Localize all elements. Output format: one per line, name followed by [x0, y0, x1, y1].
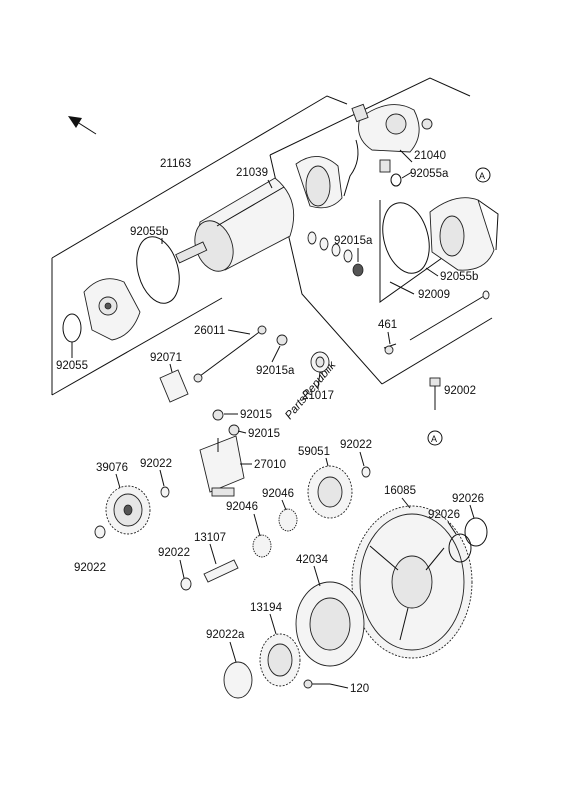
- rear-cover: [429, 197, 499, 271]
- washer-92022a: [223, 661, 253, 699]
- label-16085: 16085: [384, 485, 416, 497]
- label-120: 120: [350, 683, 369, 695]
- one-way-clutch-13194: [259, 633, 301, 687]
- label-92055b-left: 92055b: [130, 226, 168, 238]
- ref-label-a-bottom: A: [431, 434, 437, 444]
- washer-92022-left: [94, 525, 106, 539]
- washer-stack-92015a: [307, 231, 364, 277]
- assembly-frame: [51, 77, 493, 396]
- label-13107: 13107: [194, 532, 226, 544]
- ref-label-a-top: A: [479, 171, 485, 181]
- cap-92071: [159, 369, 189, 403]
- starter-clutch-gear-16085: [351, 505, 473, 659]
- leader-lines: [71, 149, 475, 689]
- label-21039: 21039: [236, 167, 268, 179]
- washer-92026-b: [448, 533, 472, 563]
- o-ring-92055b-right: [382, 202, 430, 274]
- ref-marker-a-bottom: A: [427, 430, 443, 446]
- label-92026-a: 92026: [452, 493, 484, 505]
- starter-relay: [199, 435, 245, 497]
- collar-21017: [310, 351, 330, 373]
- label-92055: 92055: [56, 360, 88, 372]
- label-92046-b: 92046: [226, 501, 258, 513]
- label-92002: 92002: [444, 385, 476, 397]
- label-92022-low: 92022: [158, 547, 190, 559]
- label-92015a-upper: 92015a: [334, 235, 373, 247]
- label-92022a: 92022a: [206, 629, 245, 641]
- nut-92015-b: [228, 424, 240, 436]
- label-26011: 26011: [194, 325, 225, 337]
- label-92055b-right: 92055b: [440, 271, 478, 283]
- nut-92015-a: [212, 409, 224, 421]
- label-21040: 21040: [414, 150, 446, 162]
- washer-92022-low: [180, 577, 192, 591]
- washer-92022-top: [160, 486, 170, 498]
- bolt-92002: [429, 377, 441, 410]
- label-92022-left: 92022: [74, 562, 106, 574]
- washer-92026-a: [464, 517, 488, 547]
- clutch-housing-42034: [295, 581, 365, 667]
- needle-bearing-92046-b: [278, 508, 298, 532]
- ref-marker-a-top: A: [475, 167, 491, 183]
- label-92055a: 92055a: [410, 168, 449, 180]
- needle-bearing-92046-a: [252, 534, 272, 558]
- label-92071: 92071: [150, 352, 182, 364]
- bolt-120: [303, 679, 330, 689]
- brush-holder-plate: [343, 103, 433, 197]
- o-ring-92055b-left: [136, 236, 180, 304]
- washer-92022-right: [361, 466, 371, 478]
- through-bolt: [409, 290, 490, 341]
- label-42034: 42034: [296, 554, 329, 566]
- label-92022-mid: 92022: [140, 458, 172, 470]
- lead-wire-26011: [193, 325, 267, 383]
- arrow-up-left-icon: [68, 116, 97, 135]
- label-92015-a: 92015: [240, 409, 272, 421]
- front-cover: [83, 278, 141, 341]
- nut-92015a: [276, 334, 288, 346]
- label-21163: 21163: [160, 158, 191, 170]
- screw-461: [383, 343, 397, 355]
- label-92015a-lower: 92015a: [256, 365, 295, 377]
- label-59051: 59051: [298, 446, 330, 458]
- label-27010: 27010: [254, 459, 286, 471]
- shaft-13107: [203, 559, 239, 583]
- label-13194: 13194: [250, 602, 283, 614]
- label-461: 461: [378, 319, 397, 331]
- label-39076: 39076: [96, 462, 128, 474]
- label-92009: 92009: [418, 289, 450, 301]
- idle-gear-39076: [105, 485, 151, 535]
- starter-motor-yoke: [175, 177, 295, 272]
- label-92026-b: 92026: [428, 509, 460, 521]
- o-ring-92055: [62, 313, 82, 343]
- idle-gear-59051: [307, 465, 353, 519]
- label-21017: 21017: [302, 390, 334, 402]
- commutator-housing: [295, 156, 343, 209]
- label-92022-top: 92022: [340, 439, 372, 451]
- o-ring-92055a: [390, 173, 402, 187]
- label-92015-b: 92015: [248, 428, 280, 440]
- label-92046-a: 92046: [262, 488, 294, 500]
